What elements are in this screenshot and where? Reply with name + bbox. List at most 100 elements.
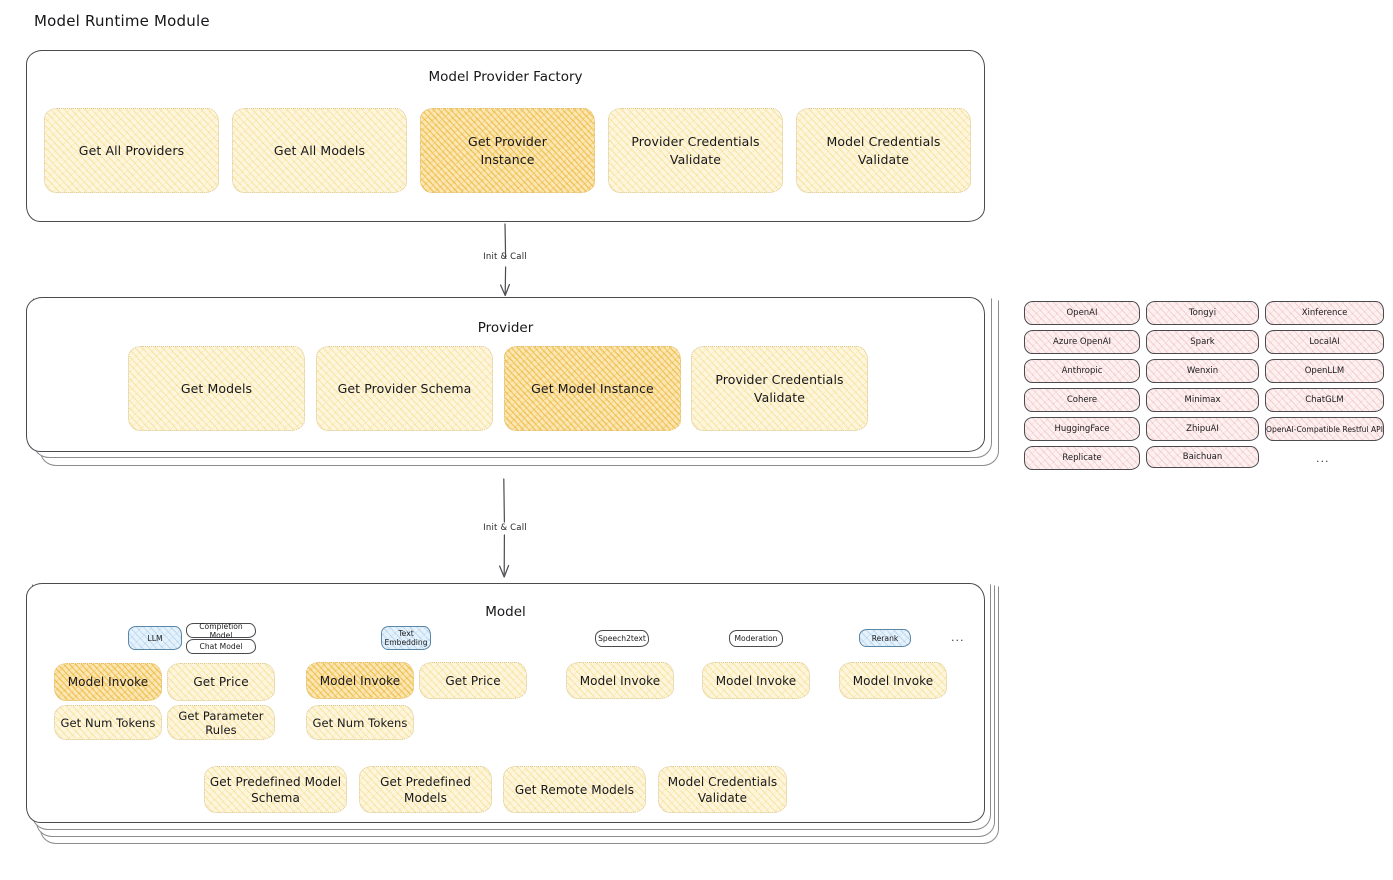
provider-chip-baichuan[interactable]: Baichuan <box>1146 446 1259 468</box>
badge-label: Completion Model <box>199 621 243 640</box>
node-label: Get Parameter Rules <box>178 708 264 737</box>
provider-node-provider-credentials-validate[interactable]: Provider Credentials Validate <box>691 346 868 431</box>
chip-label: Replicate <box>1062 453 1102 463</box>
provider-list-more: ... <box>1316 452 1330 465</box>
arrow-factory-to-provider <box>500 223 510 297</box>
chip-label: ChatGLM <box>1305 395 1344 405</box>
node-label: Get Num Tokens <box>312 715 408 730</box>
arrow-provider-to-model <box>499 478 510 578</box>
node-label: Model Invoke <box>579 673 661 688</box>
model-type-badge-moderation[interactable]: Moderation <box>729 630 783 647</box>
chip-label: Baichuan <box>1182 452 1223 462</box>
node-label: Get All Providers <box>78 143 185 158</box>
badge-label: Moderation <box>734 634 778 643</box>
arrow-label-init-and-call-1: Init & Call <box>483 252 527 262</box>
factory-node-get-provider-instance[interactable]: Get Provider Instance <box>420 108 595 193</box>
chip-label: OpenLLM <box>1304 366 1345 376</box>
chip-label: Cohere <box>1066 395 1098 405</box>
provider-chip-tongyi[interactable]: Tongyi <box>1146 301 1259 325</box>
arrow-label-init-and-call-2: Init & Call <box>483 523 527 533</box>
provider-node-get-model-instance[interactable]: Get Model Instance <box>504 346 681 431</box>
node-label: Provider Credentials Validate <box>631 133 760 167</box>
badge-label: Rerank <box>871 633 899 643</box>
node-label: Model Invoke <box>852 673 934 688</box>
provider-chip-spark[interactable]: Spark <box>1146 330 1259 354</box>
chip-label: LocalAI <box>1309 337 1340 347</box>
provider-node-get-provider-schema[interactable]: Get Provider Schema <box>316 346 493 431</box>
provider-chip-cohere[interactable]: Cohere <box>1024 388 1140 412</box>
text-embedding-node-get-num-tokens[interactable]: Get Num Tokens <box>306 705 414 740</box>
speech2text-node-model-invoke[interactable]: Model Invoke <box>566 662 674 699</box>
provider-chip-openai-compatible-restful-api[interactable]: OpenAI-Compatible Restful API <box>1265 417 1384 441</box>
node-label: Get Remote Models <box>514 782 635 797</box>
provider-chip-minimax[interactable]: Minimax <box>1146 388 1259 412</box>
provider-node-get-models[interactable]: Get Models <box>128 346 305 431</box>
provider-chip-wenxin[interactable]: Wenxin <box>1146 359 1259 383</box>
page-title: Model Runtime Module <box>34 12 210 30</box>
llm-node-get-price[interactable]: Get Price <box>167 663 275 701</box>
moderation-node-model-invoke[interactable]: Model Invoke <box>702 662 810 699</box>
model-type-badge-llm[interactable]: LLM <box>128 626 182 650</box>
model-type-badge-speech2text[interactable]: Speech2text <box>595 630 649 647</box>
chip-label: OpenAI <box>1066 308 1098 318</box>
node-label: Model Invoke <box>319 673 401 688</box>
chip-label: ZhipuAI <box>1186 424 1219 434</box>
node-label: Model Credentials Validate <box>826 133 941 167</box>
model-common-node-get-predefined-models[interactable]: Get Predefined Models <box>359 766 492 813</box>
provider-chip-openai[interactable]: OpenAI <box>1024 301 1140 325</box>
chip-label: Tongyi <box>1188 308 1217 318</box>
chip-label: HuggingFace <box>1054 424 1110 434</box>
provider-chip-localai[interactable]: LocalAI <box>1265 330 1384 354</box>
model-subtype-badge-chat-model[interactable]: Chat Model <box>186 639 256 654</box>
badge-label: Chat Model <box>199 642 243 651</box>
factory-node-get-all-providers[interactable]: Get All Providers <box>44 108 219 193</box>
model-common-node-get-predefined-model-schema[interactable]: Get Predefined Model Schema <box>204 766 347 813</box>
node-label: Get Models <box>180 381 253 396</box>
node-label: Get Provider Schema <box>337 381 472 396</box>
node-label: Get Price <box>193 675 249 689</box>
chip-label: Xinference <box>1301 308 1348 318</box>
provider-chip-chatglm[interactable]: ChatGLM <box>1265 388 1384 412</box>
chip-label: Azure OpenAI <box>1053 337 1111 347</box>
node-label: Model Invoke <box>67 675 149 689</box>
model-type-badge-rerank[interactable]: Rerank <box>859 629 911 647</box>
node-label: Get Predefined Models <box>380 774 471 805</box>
rerank-node-model-invoke[interactable]: Model Invoke <box>839 662 947 699</box>
node-label: Get Predefined Model Schema <box>209 774 342 805</box>
chip-label: Spark <box>1190 337 1215 347</box>
model-common-node-model-credentials-validate[interactable]: Model Credentials Validate <box>658 766 787 813</box>
model-subtype-badge-completion-model[interactable]: Completion Model <box>186 621 256 640</box>
node-label: Get Num Tokens <box>60 715 156 730</box>
provider-chip-xinference[interactable]: Xinference <box>1265 301 1384 325</box>
chip-label: Wenxin <box>1186 366 1219 376</box>
provider-chip-azure-openai[interactable]: Azure OpenAI <box>1024 330 1140 354</box>
node-label: Model Credentials Validate <box>667 774 778 805</box>
factory-node-provider-credentials-validate[interactable]: Provider Credentials Validate <box>608 108 783 193</box>
text-embedding-node-get-price[interactable]: Get Price <box>419 662 527 699</box>
provider-chip-zhipuai[interactable]: ZhipuAI <box>1146 417 1259 441</box>
model-type-badge-text-embedding[interactable]: Text Embedding <box>381 626 431 650</box>
chip-label: Minimax <box>1184 395 1221 405</box>
node-label: Get Model Instance <box>531 381 654 396</box>
factory-node-model-credentials-validate[interactable]: Model Credentials Validate <box>796 108 971 193</box>
model-provider-factory-title: Model Provider Factory <box>428 69 583 85</box>
node-label: Provider Credentials Validate <box>715 371 844 405</box>
provider-list: OpenAI Azure OpenAI Anthropic Cohere Hug… <box>1024 300 1384 475</box>
model-types-more: ... <box>951 631 965 644</box>
llm-node-model-invoke[interactable]: Model Invoke <box>54 663 162 701</box>
provider-chip-huggingface[interactable]: HuggingFace <box>1024 417 1140 441</box>
provider-chip-anthropic[interactable]: Anthropic <box>1024 359 1140 383</box>
provider-chip-replicate[interactable]: Replicate <box>1024 446 1140 470</box>
chip-label: OpenAI-Compatible Restful API <box>1266 424 1383 434</box>
factory-node-get-all-models[interactable]: Get All Models <box>232 108 407 193</box>
model-common-node-get-remote-models[interactable]: Get Remote Models <box>503 766 646 813</box>
node-label: Model Invoke <box>715 673 797 688</box>
text-embedding-node-model-invoke[interactable]: Model Invoke <box>306 662 414 699</box>
node-label: Get Price <box>445 673 501 688</box>
llm-node-get-num-tokens[interactable]: Get Num Tokens <box>54 705 162 740</box>
node-label: Get Provider Instance <box>468 133 547 167</box>
provider-title: Provider <box>477 320 534 336</box>
provider-chip-openllm[interactable]: OpenLLM <box>1265 359 1384 383</box>
llm-node-get-parameter-rules[interactable]: Get Parameter Rules <box>167 705 275 740</box>
chip-label: Anthropic <box>1061 366 1103 376</box>
